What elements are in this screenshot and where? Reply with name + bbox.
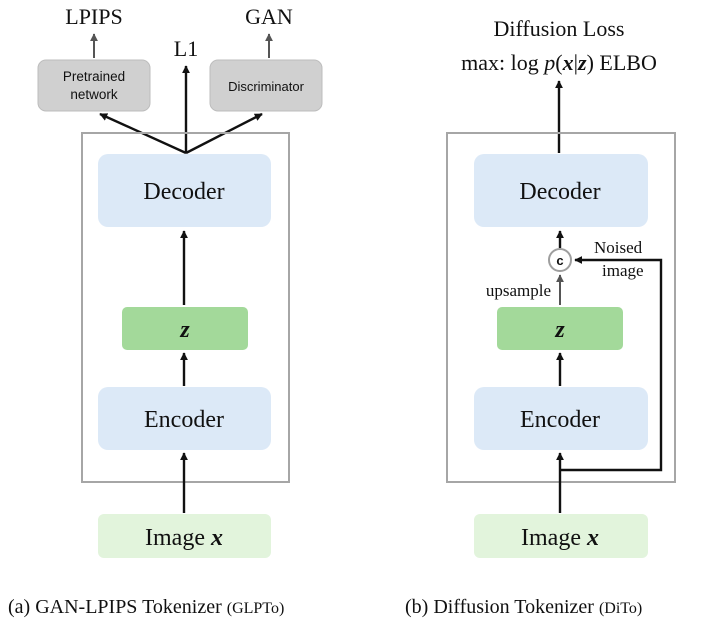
gan-label: GAN — [245, 4, 293, 29]
objective-close: ) — [587, 50, 594, 75]
discriminator-box — [209, 59, 323, 112]
encoder-block — [98, 387, 271, 450]
caption-a: (a) GAN-LPIPS Tokenizer (GLPTo) — [8, 596, 284, 618]
input-image-block-b — [474, 514, 648, 558]
caption-b-short: (DiTo) — [599, 600, 642, 617]
input-image-text-b: Image — [521, 525, 587, 551]
objective-bar: | — [574, 50, 578, 75]
decoder-label-b: Decoder — [519, 179, 600, 205]
pretrained-network-label-line2: network — [70, 87, 118, 102]
caption-b: (b) Diffusion Tokenizer (DiTo) — [405, 596, 642, 618]
latent-block-b — [497, 307, 623, 350]
input-image-var: x — [210, 525, 223, 551]
caption-a-main: (a) GAN-LPIPS Tokenizer — [8, 596, 227, 618]
objective-elbo: ELBO — [599, 50, 656, 75]
panel-diffusion: Diffusion Loss max: log p(x|z) ELBO Deco… — [405, 16, 676, 618]
decoder-block-b — [474, 154, 648, 227]
input-image-label: Image x — [145, 525, 223, 551]
encoder-label: Encoder — [144, 407, 224, 433]
pretrained-network-box — [37, 59, 151, 112]
noised-image-label-line2: image — [602, 261, 644, 280]
concat-node — [548, 248, 572, 272]
input-image-text: Image — [145, 525, 211, 551]
encoder-block-b — [474, 387, 648, 450]
objective-p: p — [542, 50, 555, 75]
decoder-label: Decoder — [143, 179, 224, 205]
tokenizer-frame — [81, 132, 290, 483]
objective-open: ( — [555, 50, 562, 75]
latent-label-b: z — [554, 317, 565, 343]
noised-image-label-line1: Noised — [594, 238, 643, 257]
noised-image-path — [560, 256, 663, 472]
elbo-objective: max: log p(x|z) ELBO — [461, 50, 657, 75]
input-image-var-b: x — [586, 525, 599, 551]
l1-label: L1 — [174, 36, 198, 61]
objective-max: max: — [461, 50, 505, 75]
concat-label: c — [556, 253, 563, 268]
objective-z: z — [577, 50, 587, 75]
objective-log: log — [511, 50, 539, 75]
caption-b-main: (b) Diffusion Tokenizer — [405, 596, 599, 618]
input-image-label-b: Image x — [521, 525, 599, 551]
objective-x: x — [562, 50, 574, 75]
upsample-label: upsample — [486, 281, 551, 300]
lpips-label: LPIPS — [65, 4, 122, 29]
caption-a-short: (GLPTo) — [227, 600, 285, 617]
diffusion-loss-title: Diffusion Loss — [494, 16, 625, 41]
discriminator-label: Discriminator — [228, 79, 305, 94]
input-image-block — [98, 514, 271, 558]
pretrained-network-label-line1: Pretrained — [63, 69, 125, 84]
panel-gan-lpips: LPIPS L1 GAN Pretrained network Discrimi… — [8, 4, 323, 618]
decoder-block — [98, 154, 271, 227]
latent-block — [122, 307, 248, 350]
latent-label: z — [179, 317, 190, 343]
encoder-label-b: Encoder — [520, 407, 600, 433]
